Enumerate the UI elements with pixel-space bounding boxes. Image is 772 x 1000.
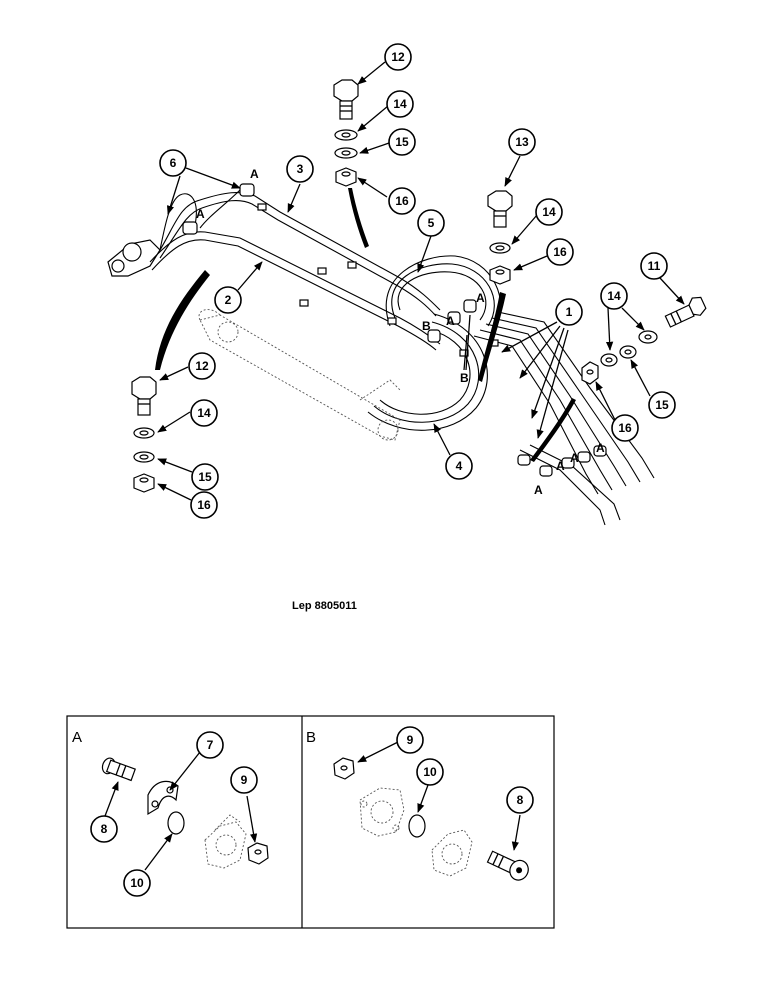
svg-text:4: 4: [456, 459, 463, 473]
svg-text:2: 2: [225, 293, 232, 307]
svg-text:3: 3: [297, 162, 304, 176]
fitting-a: A: [446, 314, 455, 328]
fitting-a: A: [570, 451, 579, 465]
bolt-part: [486, 850, 529, 881]
fitting-a: A: [596, 441, 605, 455]
svg-text:15: 15: [655, 398, 669, 412]
svg-text:9: 9: [241, 773, 248, 787]
svg-text:15: 15: [395, 135, 409, 149]
left-fitting-block: [107, 239, 161, 277]
detail-panel-a: A 7 8: [72, 729, 269, 897]
svg-text:5: 5: [428, 216, 435, 230]
fitting-a: A: [556, 459, 565, 473]
callout-1: 1: [555, 298, 583, 326]
fittings-b: [427, 299, 477, 343]
bolt-part: [101, 757, 136, 782]
svg-text:10: 10: [130, 876, 144, 890]
svg-text:13: 13: [515, 135, 529, 149]
leader-lines: [157, 61, 685, 501]
o-ring-part: [408, 814, 426, 838]
callout-15-far-right: 15: [648, 391, 676, 419]
hydraulic-assembly-drawing: A A A A B B A A A A: [107, 43, 707, 612]
detail-panel-b: B 9 1: [306, 726, 534, 881]
callout-12-left: 12: [188, 352, 216, 380]
pipe-6: [159, 183, 255, 251]
svg-text:1: 1: [566, 305, 573, 319]
callout-3: 3: [286, 155, 314, 183]
fitting-b: B: [422, 319, 431, 333]
panel-b-letter: B: [306, 729, 316, 746]
svg-text:16: 16: [395, 194, 409, 208]
panel-b-callout-10: 10: [416, 758, 444, 786]
callout-16-left: 16: [190, 491, 218, 519]
fastener-stack-right: [487, 190, 513, 285]
svg-text:14: 14: [393, 97, 407, 111]
svg-text:16: 16: [197, 498, 211, 512]
panel-b-callout-8: 8: [506, 786, 534, 814]
svg-text:6: 6: [170, 156, 177, 170]
svg-text:12: 12: [195, 359, 209, 373]
svg-text:16: 16: [618, 421, 632, 435]
ghost-flange: [204, 814, 247, 869]
pointer-wedges: [155, 188, 576, 462]
fitting-a: A: [196, 207, 205, 221]
ghost-cylinder: [198, 309, 401, 441]
callout-15-top: 15: [388, 128, 416, 156]
callout-12-top: 12: [384, 43, 412, 71]
pipe-4: [367, 313, 488, 431]
svg-text:9: 9: [407, 733, 414, 747]
callout-6: 6: [159, 149, 187, 177]
callout-14-far-right: 14: [600, 282, 628, 310]
callout-16-right: 16: [546, 238, 574, 266]
svg-text:8: 8: [517, 793, 524, 807]
panel-a-callout-9: 9: [230, 766, 258, 794]
fitting-a: A: [250, 167, 259, 181]
callout-5: 5: [417, 209, 445, 237]
panel-a-callout-10: 10: [123, 869, 151, 897]
fitting-a: A: [476, 291, 485, 305]
drawing-reference: Lep 8805011: [292, 600, 357, 612]
svg-text:14: 14: [607, 289, 621, 303]
callout-15-left: 15: [191, 463, 219, 491]
svg-text:7: 7: [207, 738, 214, 752]
svg-text:14: 14: [197, 406, 211, 420]
svg-text:11: 11: [648, 259, 661, 273]
svg-text:14: 14: [542, 205, 556, 219]
callout-13: 13: [508, 128, 536, 156]
callout-14-top: 14: [386, 90, 414, 118]
callout-2: 2: [214, 286, 242, 314]
callout-14-left: 14: [190, 399, 218, 427]
fitting-letters: A A A A B B A A A A: [196, 167, 605, 497]
pipe-clamps: [257, 203, 499, 357]
ghost-flange: [431, 829, 473, 877]
svg-text:10: 10: [423, 765, 437, 779]
flange-part: [359, 787, 405, 837]
svg-text:16: 16: [553, 245, 567, 259]
fastener-stack-top: [333, 79, 359, 187]
fitting-a: A: [534, 483, 543, 497]
svg-text:8: 8: [101, 822, 108, 836]
hose-bundle-1: [473, 311, 655, 526]
fastener-stack-left: [131, 376, 157, 493]
callout-4: 4: [445, 452, 473, 480]
fitting-b: B: [460, 371, 469, 385]
callout-14-right: 14: [535, 198, 563, 226]
panel-a-letter: A: [72, 729, 82, 746]
callout-11: 11: [640, 252, 668, 280]
pipe-3: [159, 191, 441, 317]
panel-b-callout-9: 9: [396, 726, 424, 754]
detail-panels: A 7 8: [66, 715, 555, 929]
fastener-stack-far-right: [581, 296, 707, 385]
svg-text:12: 12: [391, 50, 405, 64]
svg-text:15: 15: [198, 470, 212, 484]
callout-16-far-right: 16: [611, 414, 639, 442]
panel-a-callout-8: 8: [90, 815, 118, 843]
panel-a-callout-7: 7: [196, 731, 224, 759]
o-ring-part: [167, 811, 185, 835]
callout-16-top: 16: [388, 187, 416, 215]
